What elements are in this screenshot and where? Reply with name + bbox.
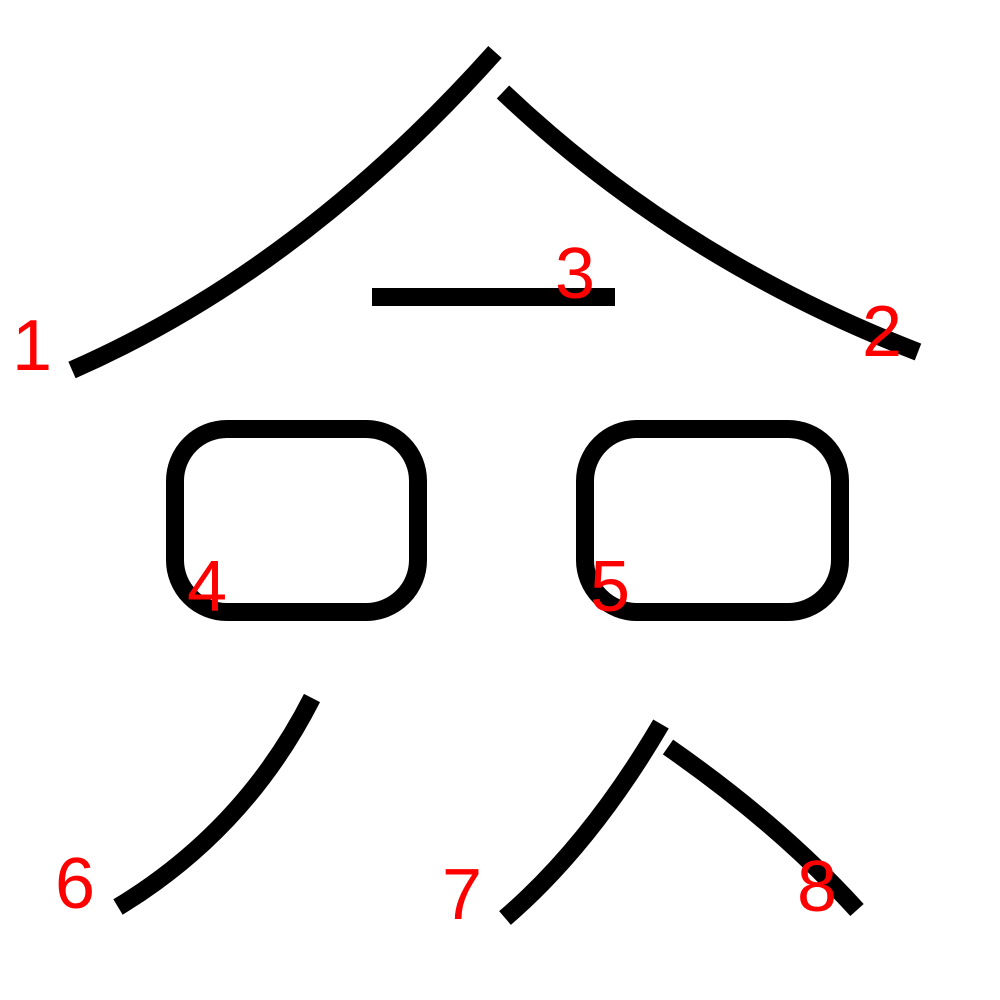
stroke-5-number: 5 <box>590 547 630 627</box>
stroke-8-path <box>662 739 864 917</box>
stroke-4-number: 4 <box>187 547 227 627</box>
stroke-8-number: 8 <box>797 847 837 927</box>
stroke-1-path <box>68 45 502 379</box>
stroke-7-path <box>499 719 669 925</box>
stroke-4-path <box>166 420 427 621</box>
stroke-3-number: 3 <box>555 234 595 314</box>
stroke-5-path <box>576 420 849 621</box>
stroke-1-number: 1 <box>12 306 52 386</box>
stroke-6-number: 6 <box>55 844 95 924</box>
stroke-2-path <box>496 85 922 361</box>
stroke-6-path <box>113 693 321 915</box>
stroke-2-number: 2 <box>862 292 902 372</box>
stroke-7-number: 7 <box>442 855 482 935</box>
